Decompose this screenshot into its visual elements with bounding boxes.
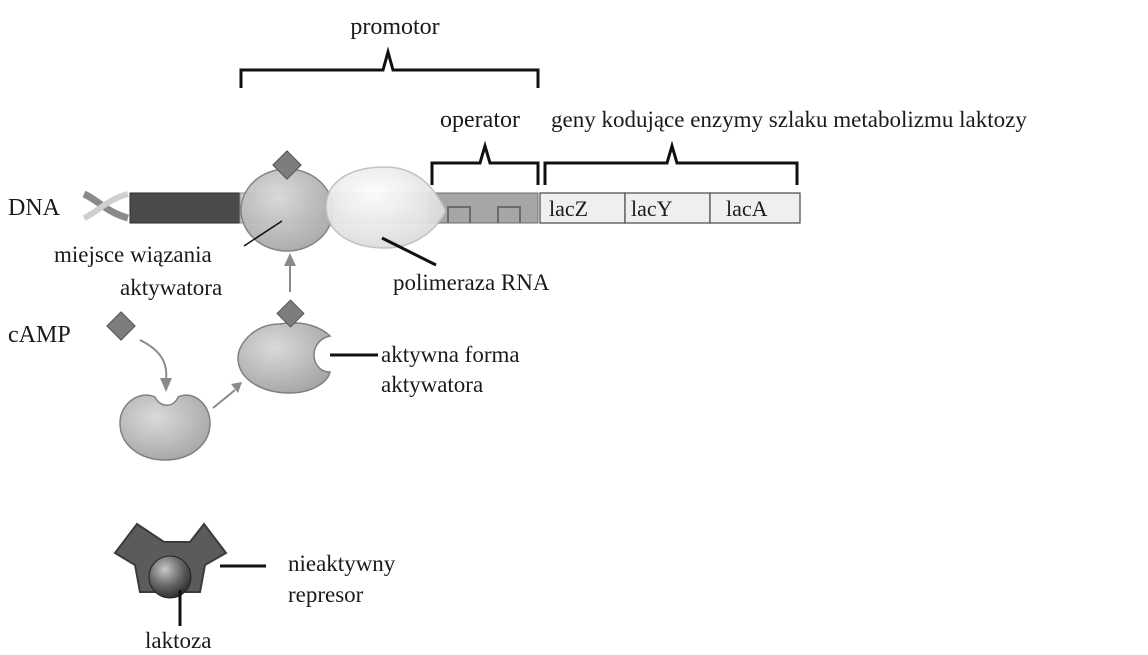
lactose-label: laktoza <box>145 628 211 653</box>
binding-site-label-line1: miejsce wiązania <box>54 242 212 267</box>
bound-camp-diamond <box>272 150 302 180</box>
inactive-activator <box>119 394 211 461</box>
lactose-molecule <box>148 555 192 599</box>
polymerase-pointer <box>381 236 437 267</box>
binding-site-pointer <box>243 220 283 247</box>
svg-text:lacZ: lacZ <box>549 196 588 221</box>
operator-bracket <box>430 140 540 185</box>
gene-lacA: lacA <box>709 192 801 224</box>
active-camp-diamond <box>276 299 305 328</box>
repressor-label-line1: nieaktywny <box>288 551 396 576</box>
svg-text:lacY: lacY <box>631 196 673 221</box>
operator-label: operator <box>440 107 520 133</box>
polymerase-label: polimeraza RNA <box>393 270 550 295</box>
gene-lacY: lacY <box>624 192 711 224</box>
camp-label: cAMP <box>8 322 71 348</box>
rna-polymerase <box>325 166 447 249</box>
binding-site-label-line2: aktywatora <box>120 275 222 300</box>
svg-text:lacA: lacA <box>726 196 768 221</box>
dna-helix <box>82 190 130 222</box>
active-activator <box>237 322 332 394</box>
operator-notches <box>447 206 521 223</box>
operator-region <box>429 192 539 224</box>
arrow-camp-to-activator <box>139 339 168 381</box>
promotor-label: promotor <box>350 14 439 40</box>
repressor-label-line2: represor <box>288 582 364 607</box>
active-activator-label-line2: aktywatora <box>381 372 483 397</box>
genes-label: geny kodujące enzymy szlaku metabolizmu … <box>551 107 1027 132</box>
arrow-to-active-activator <box>212 389 236 409</box>
genes-bracket <box>543 140 799 185</box>
gene-lacZ: lacZ <box>539 192 626 224</box>
dna-label: DNA <box>8 195 61 221</box>
dna-segment-upstream <box>129 192 241 224</box>
camp-diamond <box>106 311 136 341</box>
active-activator-label-line1: aktywna forma <box>381 342 520 367</box>
promotor-bracket <box>239 46 540 88</box>
